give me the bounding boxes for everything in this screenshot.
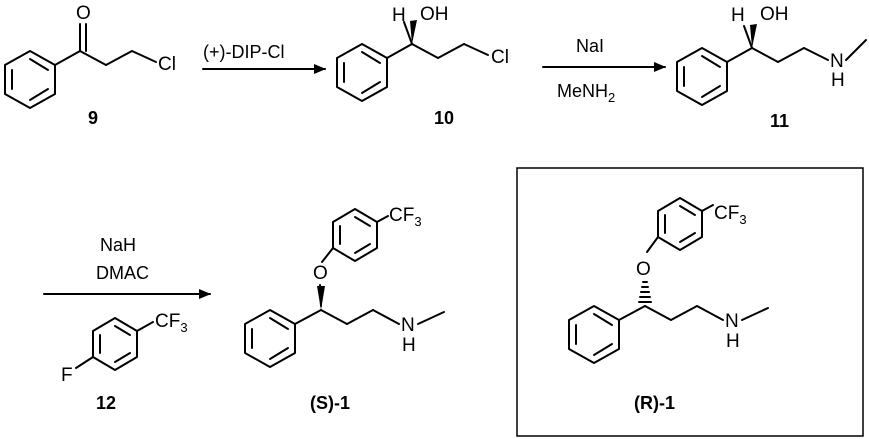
amine-hydrogen-label: H (726, 331, 740, 352)
wedge-bond (410, 20, 417, 44)
wedge-bond (317, 286, 325, 310)
hydrogen-label: H (731, 5, 745, 26)
compound-label-r-1: (R)-1 (634, 393, 675, 413)
nitrogen-label: N (830, 51, 844, 72)
aryl-ether-ring (657, 197, 703, 251)
reagent-nah: NaH (100, 235, 136, 255)
reagent-dmac: DMAC (96, 263, 149, 283)
ether-oxygen-label: O (636, 259, 651, 280)
amine-hydrogen-label: H (831, 70, 845, 91)
compound-11-structure: H OH N H (676, 4, 867, 106)
hydroxyl-label: OH (760, 4, 789, 25)
compound-label-11: 11 (770, 111, 789, 131)
benzene-ring (568, 305, 620, 364)
compound-label-10: 10 (434, 108, 454, 128)
trifluoromethyl-label: CF3 (389, 205, 422, 229)
benzene-ring (244, 309, 296, 368)
chlorine-label: Cl (158, 54, 176, 75)
hydroxyl-label: OH (420, 4, 449, 25)
compound-label-s-1: (S)-1 (310, 393, 350, 413)
highlight-box (516, 167, 864, 437)
amine-hydrogen-label: H (402, 335, 416, 356)
compound-r-1-structure: CF3 O N H (568, 197, 769, 364)
trifluoromethyl-label: CF3 (155, 311, 188, 335)
compound-9-structure: O Cl (4, 3, 176, 109)
compound-label-12: 12 (96, 393, 116, 413)
reagent-nai: NaI (576, 36, 604, 56)
hydrogen-label: H (392, 5, 406, 26)
reagent-dip-cl: (+)-DIP-Cl (203, 42, 285, 62)
fluorine-label: F (61, 365, 73, 386)
benzene-ring (676, 47, 728, 106)
nitrogen-label: N (725, 311, 739, 332)
compound-10-structure: H OH Cl (336, 4, 509, 102)
oxygen-label: O (76, 3, 91, 24)
hashed-wedge-bond (638, 281, 652, 303)
benzene-ring (336, 43, 388, 102)
ether-oxygen-label: O (313, 263, 328, 284)
benzene-ring (4, 50, 56, 109)
compound-s-1-structure: CF3 O N H (244, 205, 445, 368)
aryl-ether-ring (332, 208, 378, 262)
chlorine-label: Cl (491, 47, 509, 68)
nitrogen-label: N (401, 315, 415, 336)
compound-label-9: 9 (88, 108, 98, 128)
benzene-ring (92, 317, 138, 371)
compound-12-structure: CF3 F (61, 311, 188, 386)
trifluoromethyl-label: CF3 (714, 203, 747, 227)
reagent-methylamine: MeNH2 (557, 81, 615, 105)
wedge-bond (750, 24, 757, 48)
